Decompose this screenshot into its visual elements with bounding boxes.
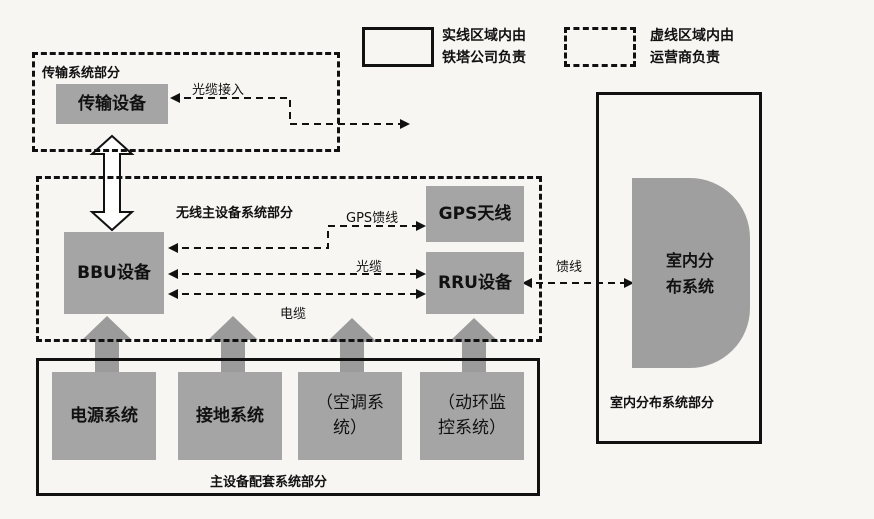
- supporting-section: [36, 358, 540, 496]
- indoor-distribution-label: 室内分 布系统: [665, 251, 714, 296]
- power-support-arrow: [82, 316, 132, 372]
- gps-feeder-label: GPS馈线: [346, 211, 399, 226]
- wireless-section: [36, 176, 542, 342]
- rru-equipment: RRU设备: [426, 252, 524, 314]
- power-system: 电源系统: [52, 372, 156, 460]
- bbu-equipment: BBU设备: [64, 232, 164, 314]
- transmission-bbu-double-arrow: [89, 134, 135, 232]
- legend-dashed-label: 虚线区域内由 运营商负责: [650, 28, 734, 66]
- legend-solid-swatch: [362, 27, 434, 67]
- indoor-distribution-system: [632, 178, 750, 368]
- optical-cable-label: 光缆: [356, 260, 383, 275]
- ac-system: （空调系 统）: [298, 372, 402, 460]
- monitoring-system: （动环监 控系统）: [420, 372, 524, 460]
- grounding-system: 接地系统: [178, 372, 282, 460]
- ac-support-arrow: [327, 318, 377, 372]
- indoor-section-label: 室内分布系统部分: [610, 396, 715, 411]
- supporting-section-label: 主设备配套系统部分: [210, 475, 328, 490]
- feeder-label: 馈线: [556, 260, 583, 275]
- gps-feeder-line: [168, 221, 426, 253]
- transmission-equipment: 传输设备: [56, 84, 168, 124]
- gps-antenna: GPS天线: [426, 186, 524, 242]
- electric-cable-label: 电缆: [280, 307, 307, 322]
- indoor-section: [596, 92, 762, 444]
- transmission-section-label: 传输系统部分: [42, 66, 121, 81]
- transmission-section: [32, 52, 340, 152]
- fiber-access-label: 光缆接入: [192, 83, 245, 98]
- legend-dashed-swatch: [564, 27, 636, 67]
- grounding-support-arrow: [208, 316, 258, 372]
- monitor-support-arrow: [449, 318, 499, 372]
- wireless-section-label: 无线主设备系统部分: [176, 206, 294, 221]
- legend-solid-label: 实线区域内由 铁塔公司负责: [442, 28, 526, 66]
